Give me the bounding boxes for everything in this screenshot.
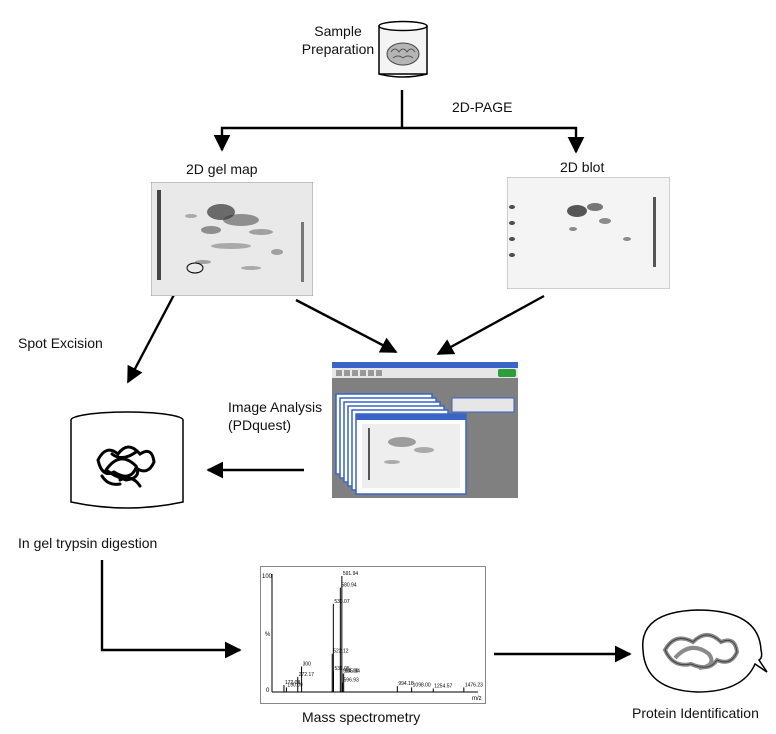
- spectrum-peak-label: 580.94: [341, 583, 357, 589]
- spectrum-peaks: 172.08190.09272.17300531.05522.12530.075…: [283, 571, 483, 692]
- sample-preparation-label: Sample Preparation: [300, 22, 376, 58]
- spectrum-peak-label: 591.94: [343, 571, 359, 577]
- gel-map-label: 2D gel map: [186, 161, 258, 177]
- mass-spectrum-chart: 172.08190.09272.17300531.05522.12530.075…: [260, 566, 486, 704]
- y-axis-top: 100: [262, 574, 273, 580]
- pdquest-screenshot: [332, 362, 518, 498]
- spectrum-peak-label: 1098.00: [413, 682, 431, 688]
- spectrum-peak-label: 1254.57: [434, 684, 452, 690]
- page-label: 2D-PAGE: [452, 99, 513, 115]
- spectrum-peak-label: 172.08: [285, 680, 301, 686]
- arrow-gel-to-analysis: [295, 298, 398, 354]
- image-analysis-line2: (PDquest): [228, 417, 292, 433]
- sample-label-line1: Sample: [314, 23, 362, 39]
- arrow-to-blot: [402, 126, 585, 154]
- gel-map-image: [151, 182, 313, 296]
- y-axis-bottom: 0: [266, 688, 270, 694]
- spectrum-peak-label: 1476.23: [465, 682, 483, 688]
- arrow-blot-to-analysis: [436, 294, 545, 356]
- spectrum-peak-label: 190.09: [287, 682, 303, 688]
- sample-label-line2: Preparation: [301, 41, 375, 57]
- blot-image: [507, 177, 670, 289]
- spectrum-peak-label: 605.04: [345, 668, 361, 674]
- spectrum-peak-label: 596.93: [344, 678, 360, 684]
- spectrum-peak-label: 522.12: [333, 649, 349, 655]
- digestion-jar-icon: [70, 411, 184, 509]
- y-axis-mid: %: [265, 632, 271, 638]
- spot-excision-label: Spot Excision: [18, 335, 103, 351]
- image-analysis-label: Image Analysis (PDquest): [228, 398, 322, 434]
- digestion-label: In gel trypsin digestion: [18, 535, 158, 551]
- spectrum-peak-label: 272.17: [299, 672, 315, 678]
- spectrum-peak-label: 594.00: [343, 668, 359, 674]
- mass-spec-label: Mass spectrometry: [302, 709, 421, 725]
- image-analysis-line1: Image Analysis: [228, 399, 323, 415]
- sample-jar-icon: [378, 20, 428, 78]
- protein-structure-icon: [642, 609, 768, 693]
- blot-label: 2D blot: [560, 159, 605, 175]
- x-axis-end: m/z: [472, 696, 482, 702]
- arrow-to-gel-map: [213, 126, 402, 152]
- spectrum-peak-label: 994.18: [398, 681, 414, 687]
- arrow-digestion-to-ms: [100, 560, 242, 659]
- protein-id-label: Protein Identification: [632, 705, 759, 721]
- spectrum-peak-label: 300: [303, 661, 312, 667]
